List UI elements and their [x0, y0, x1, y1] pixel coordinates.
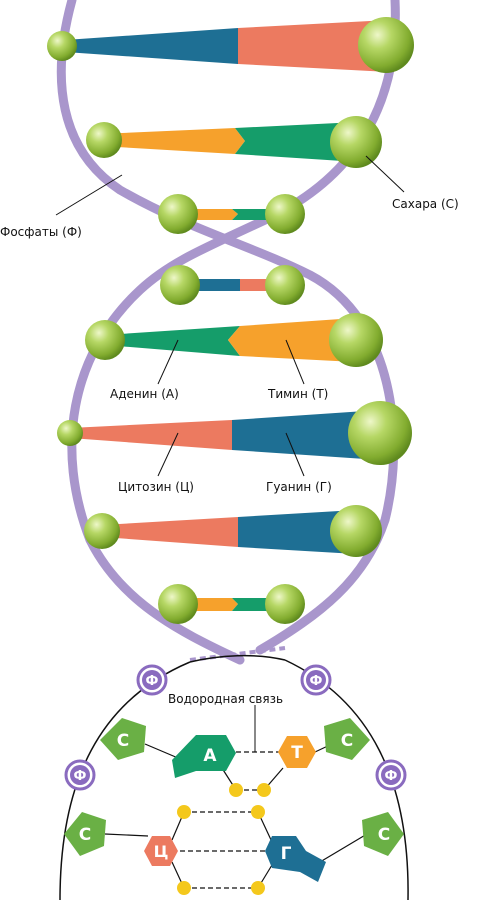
sphere	[160, 265, 200, 305]
rung-7-cytosine	[102, 517, 238, 547]
strand-connectors	[104, 743, 368, 889]
callout-line-sugars	[365, 155, 405, 193]
sphere	[85, 320, 125, 360]
sphere	[330, 116, 382, 168]
sphere	[47, 31, 77, 61]
sphere	[158, 584, 198, 624]
phosphate-glyph: Ф	[74, 769, 87, 784]
sugar-pentagon	[64, 812, 106, 856]
connector	[319, 833, 368, 863]
schematic-connect-top	[189, 654, 286, 663]
connector	[104, 833, 149, 837]
callout-line-guanine	[285, 432, 305, 477]
rung-5-thymine	[228, 318, 355, 362]
sphere	[158, 194, 198, 234]
sugar-pentagon	[362, 812, 404, 856]
sugar-pentagon	[100, 718, 146, 760]
sugar-spheres	[47, 17, 414, 624]
cytosine-glyph: Ц	[154, 842, 169, 861]
callout-line-thymine	[285, 339, 305, 385]
rung-1-cytosine	[238, 20, 390, 72]
adenine-glyph: А	[203, 746, 217, 766]
rung-2-adenine	[235, 122, 358, 162]
bases-schematic: А Т Ц Г	[144, 735, 326, 882]
hbond-dot	[177, 805, 191, 819]
label-cytosine: Цитозин (Ц)	[118, 480, 194, 494]
callout-lines	[55, 155, 405, 752]
sugar-pentagon	[324, 718, 370, 760]
sphere	[265, 265, 305, 305]
callout-line-adenine	[157, 339, 179, 385]
backbone-strand-left	[56, 0, 399, 655]
hbond-dots	[177, 783, 271, 895]
sphere	[265, 194, 305, 234]
rung-1-guanine	[65, 28, 238, 64]
hbond-dot	[229, 783, 243, 797]
sphere	[57, 420, 83, 446]
phosphate-glyph: Ф	[146, 674, 159, 689]
sphere	[265, 584, 305, 624]
base-pairs	[65, 20, 390, 611]
label-adenine: Аденин (А)	[110, 387, 179, 401]
backbone-fade-1	[189, 646, 286, 662]
thymine-glyph: Т	[291, 743, 303, 763]
phosphate-glyph: Ф	[310, 674, 323, 689]
sphere	[358, 17, 414, 73]
sugar-glyph: С	[79, 825, 91, 845]
label-sugars: Сахара (С)	[392, 197, 459, 211]
phosphate-inner	[381, 765, 401, 785]
phosphate-inner	[70, 765, 90, 785]
hbond-dot	[257, 783, 271, 797]
sphere	[86, 122, 122, 158]
sphere	[348, 401, 412, 465]
sphere	[330, 505, 382, 557]
sphere	[84, 513, 120, 549]
rung-5-adenine	[105, 326, 240, 356]
sugar-pentagons: С С С С	[64, 718, 404, 856]
rung-6-guanine	[232, 410, 380, 460]
rung-2-thymine	[100, 128, 245, 154]
thymine-shape	[278, 736, 316, 768]
sugar-glyph: С	[341, 731, 353, 751]
label-phosphates: Фосфаты (Ф)	[0, 225, 82, 239]
guanine-glyph: Г	[281, 844, 292, 864]
label-hydrogen-bond: Водородная связь	[168, 692, 283, 706]
rung-6-cytosine	[70, 420, 232, 450]
label-guanine: Гуанин (Г)	[266, 480, 332, 494]
hbond-dot	[251, 881, 265, 895]
callout-line-cytosine	[157, 432, 179, 477]
labels: Фосфаты (Ф) Сахара (С) Аденин (А) Тимин …	[0, 197, 459, 706]
rung-7-guanine	[238, 510, 356, 554]
sphere	[329, 313, 383, 367]
phosphate-inner	[306, 670, 326, 690]
sugar-glyph: С	[117, 731, 129, 751]
label-thymine: Тимин (Т)	[267, 387, 328, 401]
callout-line-phosphates	[55, 174, 123, 216]
connector	[144, 743, 179, 759]
adenine-shape	[172, 735, 236, 778]
cytosine-shape	[144, 836, 178, 866]
hbond-dot	[251, 805, 265, 819]
guanine-shape	[265, 836, 326, 882]
phosphate-glyph: Ф	[385, 769, 398, 784]
sugar-glyph: С	[378, 825, 390, 845]
phosphate-inner	[142, 670, 162, 690]
hbond-dot	[177, 881, 191, 895]
phosphate-groups: Ф Ф Ф Ф	[64, 664, 407, 791]
